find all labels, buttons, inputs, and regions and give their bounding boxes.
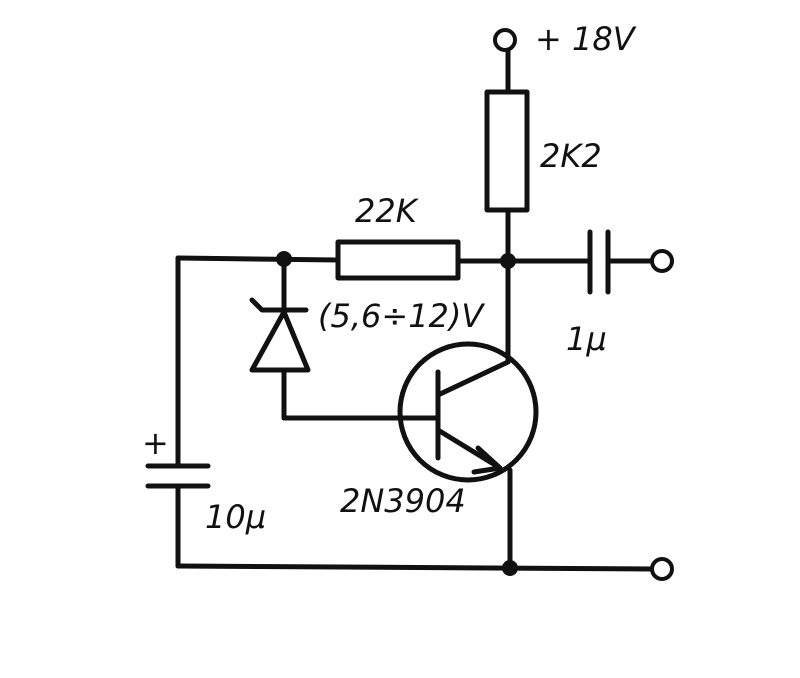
zener-diode-icon [249,297,311,373]
output-terminal [650,249,674,273]
feedback-resistor-label: 22K [355,192,420,230]
supply-terminal [493,28,517,52]
transistor-label: 2N3904 [340,482,466,520]
collector-resistor-label: 2K2 [540,137,602,175]
feedback-resistor-icon [335,239,461,281]
top-rail-left [175,255,341,263]
npn-transistor-icon [397,259,539,571]
ground-rail [175,563,655,572]
input-capacitor-label: 10µ [205,498,266,536]
input-capacitor-plus-label: + [142,424,169,462]
supply-label: + 18V [535,20,637,58]
output-capacitor-label: 1µ [566,320,607,358]
collector-resistor-icon [484,89,530,213]
zener-label: (5,6÷12)V [318,297,485,335]
ground-terminal [650,557,674,581]
